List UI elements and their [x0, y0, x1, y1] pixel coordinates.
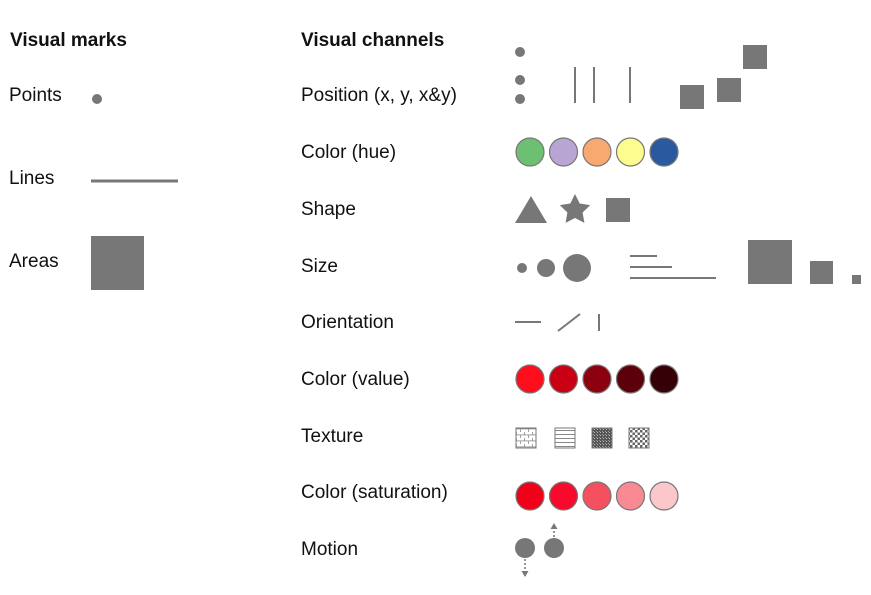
value-circle-5	[649, 364, 679, 394]
position-dot-3	[515, 94, 525, 104]
motion-glyphs	[515, 523, 564, 577]
saturation-circle-5	[649, 481, 679, 511]
lines-label: Lines	[9, 168, 55, 189]
size-circle-small	[517, 263, 527, 273]
texture-glyphs	[515, 427, 650, 449]
texture-brick	[515, 427, 537, 449]
size-square-small	[852, 275, 861, 284]
hue-circle-1	[515, 137, 545, 167]
motion-arrow-down	[521, 571, 529, 577]
point-mark	[92, 94, 102, 104]
area-mark	[91, 236, 144, 290]
position-dot-2	[515, 75, 525, 85]
position-square-3	[743, 45, 767, 69]
hue-circles	[515, 137, 679, 167]
orientation-label: Orientation	[301, 312, 394, 333]
texture-check	[628, 427, 650, 449]
size-circle-large	[563, 254, 591, 282]
texture-label: Texture	[301, 426, 364, 447]
orientation-glyphs	[515, 313, 600, 332]
value-circles	[515, 364, 679, 394]
color-hue-label: Color (hue)	[301, 142, 397, 163]
hue-circle-3	[582, 137, 612, 167]
size-square-large	[748, 240, 792, 284]
saturation-circle-4	[615, 481, 646, 511]
visual-channels-heading: Visual channels	[301, 30, 445, 51]
texture-dense	[591, 427, 613, 449]
motion-arrow-up	[550, 523, 558, 529]
position-square-2	[717, 78, 741, 102]
position-label: Position (x, y, x&y)	[301, 85, 457, 106]
color-value-label: Color (value)	[301, 369, 410, 390]
orientation-diagonal	[557, 313, 581, 332]
shape-glyphs	[515, 194, 630, 223]
value-circle-2	[548, 364, 579, 394]
hue-circle-4	[615, 137, 646, 167]
areas-label: Areas	[9, 251, 59, 272]
shape-label: Shape	[301, 199, 356, 220]
saturation-circle-1	[515, 481, 545, 511]
value-circle-1	[515, 364, 545, 394]
motion-label: Motion	[301, 539, 359, 560]
saturation-circles	[515, 481, 679, 511]
position-glyphs	[515, 45, 767, 109]
color-saturation-label: Color (saturation)	[301, 482, 448, 503]
size-circle-medium	[537, 259, 555, 277]
star-shape	[559, 194, 591, 223]
saturation-circle-3	[582, 481, 612, 511]
motion-circle-up	[544, 538, 564, 558]
position-square-1	[680, 85, 704, 109]
visual-marks-heading: Visual marks	[10, 30, 127, 51]
value-circle-4	[615, 364, 646, 394]
hue-circle-5	[649, 137, 679, 167]
size-glyphs	[517, 240, 861, 284]
square-shape	[606, 198, 630, 222]
motion-circle-down	[515, 538, 535, 558]
size-label: Size	[301, 256, 338, 277]
position-dot-1	[515, 47, 525, 57]
points-label: Points	[9, 85, 62, 106]
value-circle-3	[582, 364, 612, 394]
triangle-shape	[515, 196, 547, 223]
texture-lines	[554, 427, 576, 449]
size-square-medium	[810, 261, 833, 284]
saturation-circle-2	[548, 481, 579, 511]
hue-circle-2	[548, 137, 579, 167]
